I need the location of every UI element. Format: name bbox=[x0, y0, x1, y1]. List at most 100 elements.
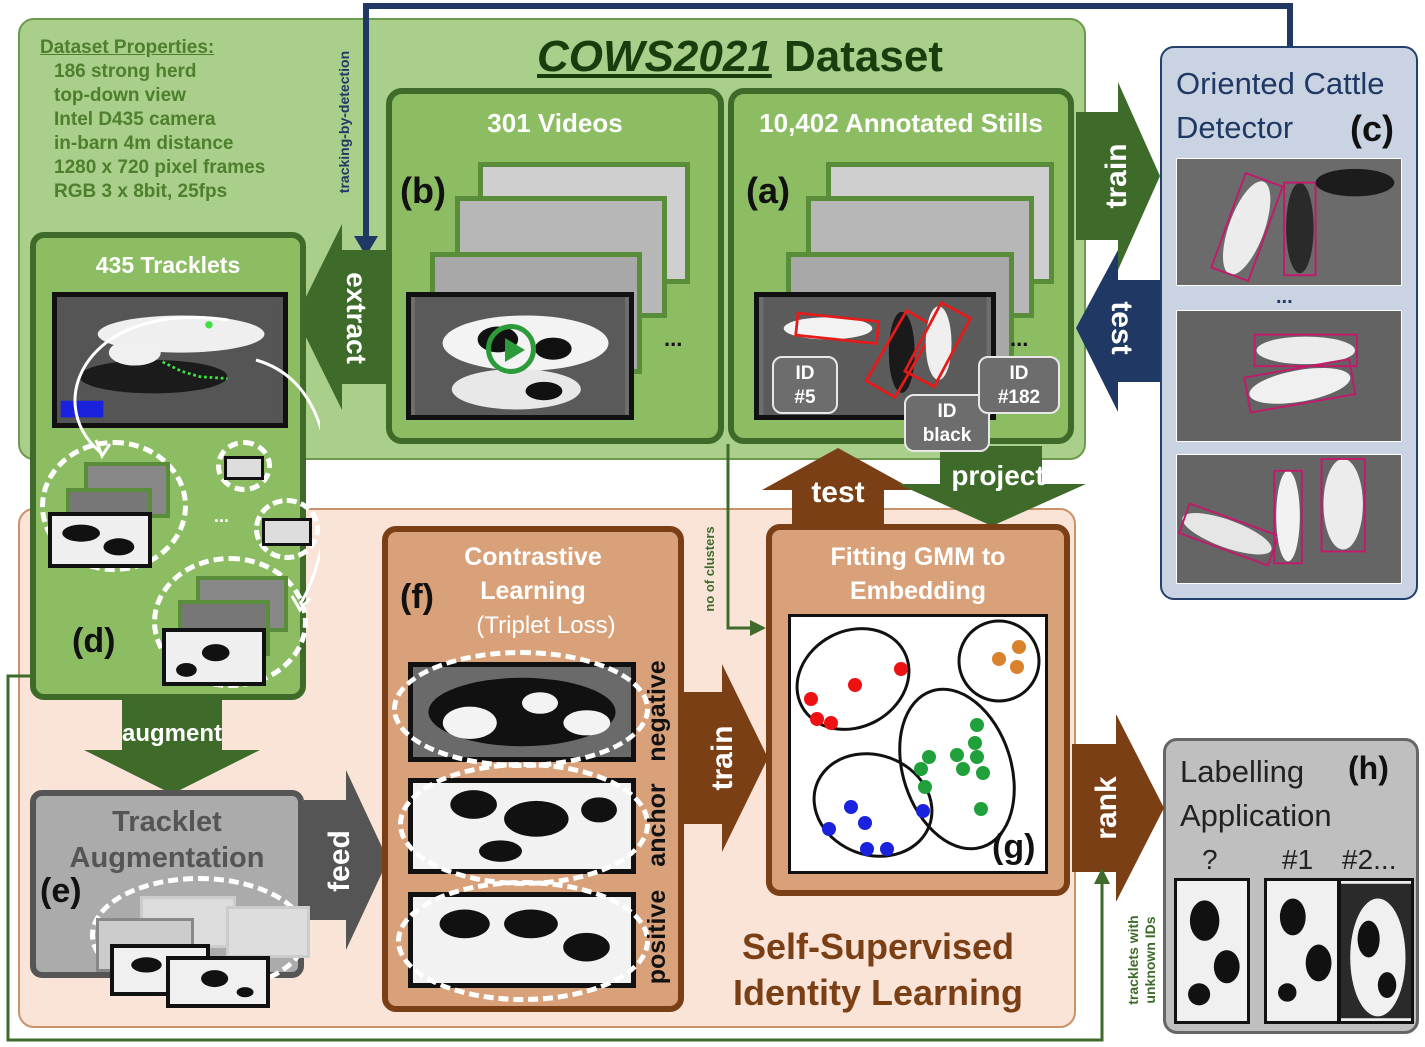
play-icon[interactable] bbox=[486, 324, 536, 374]
tracklets-letter: (d) bbox=[72, 622, 116, 660]
query-cow bbox=[1177, 883, 1247, 1019]
rank2-image[interactable] bbox=[1338, 878, 1414, 1024]
no-clusters-line bbox=[726, 444, 752, 630]
dataset-title-suffix: Dataset bbox=[771, 32, 943, 81]
property-item: Intel D435 camera bbox=[54, 109, 216, 130]
augmentation-title-line1: Tracklet bbox=[112, 806, 222, 838]
gmm-clusters bbox=[795, 619, 1041, 858]
videos-ellipsis: ... bbox=[664, 326, 683, 351]
dataset-name: COWS2021 bbox=[537, 32, 772, 81]
unknown-ids-line1: tracklets with bbox=[1125, 915, 1141, 1005]
contrastive-title-line2: Learning bbox=[480, 577, 586, 605]
stills-letter: (a) bbox=[746, 170, 790, 211]
train-detector-arrow bbox=[1076, 82, 1160, 270]
cluster-orange bbox=[992, 640, 1026, 674]
query-label: ? bbox=[1202, 844, 1218, 875]
project-down-arrow bbox=[898, 446, 1086, 526]
positive-ring bbox=[396, 880, 650, 1002]
stills-title: 10,402 Annotated Stills bbox=[759, 108, 1043, 138]
dataset-properties: Dataset Properties: 186 strong herd top-… bbox=[40, 36, 340, 204]
extract-label: extract bbox=[341, 272, 372, 364]
tracklet-group-1-frame-front bbox=[48, 512, 152, 568]
rank-arrow bbox=[1072, 714, 1164, 902]
tracklet-cow-4 bbox=[169, 632, 259, 682]
contrastive-subtitle: (Triplet Loss) bbox=[476, 612, 616, 639]
contrastive-title: Contrastive Learning bbox=[382, 540, 684, 608]
dataset-title: COWS2021 Dataset bbox=[440, 32, 1040, 82]
test-gmm-label: test bbox=[811, 476, 865, 509]
rank2-label: #2... bbox=[1342, 844, 1397, 875]
contrastive-letter: (f) bbox=[400, 578, 434, 616]
augmentation-title-line2: Augmentation bbox=[69, 842, 265, 874]
tracking-label: tracking-by-detection bbox=[336, 50, 352, 194]
project-label: project bbox=[951, 460, 1045, 491]
labelling-letter: (h) bbox=[1348, 750, 1389, 786]
ssil-label: Self-Supervised Identity Learning bbox=[688, 924, 1068, 1016]
unknown-ids-line bbox=[6, 674, 1104, 1042]
augmentation-title: Tracklet Augmentation bbox=[30, 804, 304, 876]
rank1-cow bbox=[1267, 883, 1337, 1019]
feed-label: feed bbox=[323, 830, 356, 892]
tracklet-group-3 bbox=[254, 498, 320, 560]
test-up-arrow bbox=[762, 448, 914, 528]
cluster-green bbox=[914, 718, 990, 816]
detector-ellipsis: ... bbox=[1276, 286, 1293, 308]
extract-arrow bbox=[296, 224, 388, 410]
gmm-title: Fitting GMM to Embedding bbox=[766, 540, 1070, 608]
cluster-blue bbox=[822, 800, 930, 856]
test-detector-arrow bbox=[1076, 250, 1160, 412]
ssil-line2: Identity Learning bbox=[732, 972, 1024, 1013]
tracklet-group-4-frame-front bbox=[162, 628, 266, 686]
tracklet-group-3-frame bbox=[262, 518, 312, 546]
aug-frame-2 bbox=[226, 906, 310, 958]
labelling-title: Labelling Application bbox=[1180, 750, 1380, 838]
feed-arrow bbox=[304, 770, 388, 950]
detector-image-1 bbox=[1177, 159, 1401, 285]
contrastive-title-line1: Contrastive bbox=[464, 543, 602, 571]
unknown-ids-arrowhead bbox=[1094, 868, 1110, 884]
train-gmm-label: train bbox=[706, 725, 739, 791]
property-item: 1280 x 720 pixel frames bbox=[54, 157, 266, 178]
tracklets-title: 435 Tracklets bbox=[95, 252, 241, 278]
id-tag-5: ID#5 bbox=[772, 356, 838, 414]
tracklet-group-1 bbox=[40, 440, 188, 572]
detector-title: Oriented Cattle Detector bbox=[1176, 62, 1412, 150]
detector-frame-1 bbox=[1176, 158, 1402, 286]
unknown-ids-label: tracklets with unknown IDs bbox=[1125, 885, 1161, 1035]
property-item: RGB 3 x 8bit, 25fps bbox=[54, 181, 228, 202]
tracklet-curves bbox=[73, 315, 320, 613]
tracking-arrowhead bbox=[354, 236, 378, 256]
property-item: in-barn 4m distance bbox=[54, 133, 234, 154]
detector-title-line2: Detector bbox=[1176, 110, 1294, 145]
ssil-line1: Self-Supervised bbox=[741, 926, 1015, 967]
query-image[interactable] bbox=[1174, 878, 1250, 1024]
detector-frame-2 bbox=[1176, 310, 1402, 442]
properties-heading: Dataset Properties: bbox=[40, 37, 215, 58]
test-detector-label: test bbox=[1105, 301, 1138, 355]
anchor-ring bbox=[398, 762, 650, 886]
rank1-image[interactable] bbox=[1264, 878, 1340, 1024]
property-item: top-down view bbox=[54, 85, 186, 106]
train-detector-label: train bbox=[1100, 143, 1133, 209]
train-gmm-arrow bbox=[684, 664, 768, 852]
detector-frame-3 bbox=[1176, 454, 1402, 584]
gmm-title-line2: Embedding bbox=[849, 577, 987, 605]
tracklet-group-2 bbox=[216, 440, 272, 492]
tracklet-group-2-frame bbox=[224, 456, 264, 480]
gmm-plot bbox=[788, 614, 1048, 874]
rank2-cow bbox=[1341, 883, 1411, 1019]
detector-image-2 bbox=[1177, 311, 1401, 441]
tracklets-ellipsis: ... bbox=[214, 506, 230, 526]
no-clusters-arrowhead bbox=[750, 620, 766, 636]
tracking-line bbox=[363, 3, 1293, 238]
role-anchor: anchor bbox=[643, 783, 671, 867]
labelling-title-line1: Labelling bbox=[1180, 754, 1305, 789]
detector-letter: (c) bbox=[1350, 108, 1394, 149]
no-clusters-label: no of clusters bbox=[702, 526, 717, 612]
augment-arrow bbox=[84, 700, 260, 794]
role-negative: negative bbox=[643, 660, 671, 762]
detector-image-3 bbox=[1177, 455, 1401, 583]
role-positive: positive bbox=[643, 889, 671, 985]
videos-title: 301 Videos bbox=[487, 108, 623, 138]
